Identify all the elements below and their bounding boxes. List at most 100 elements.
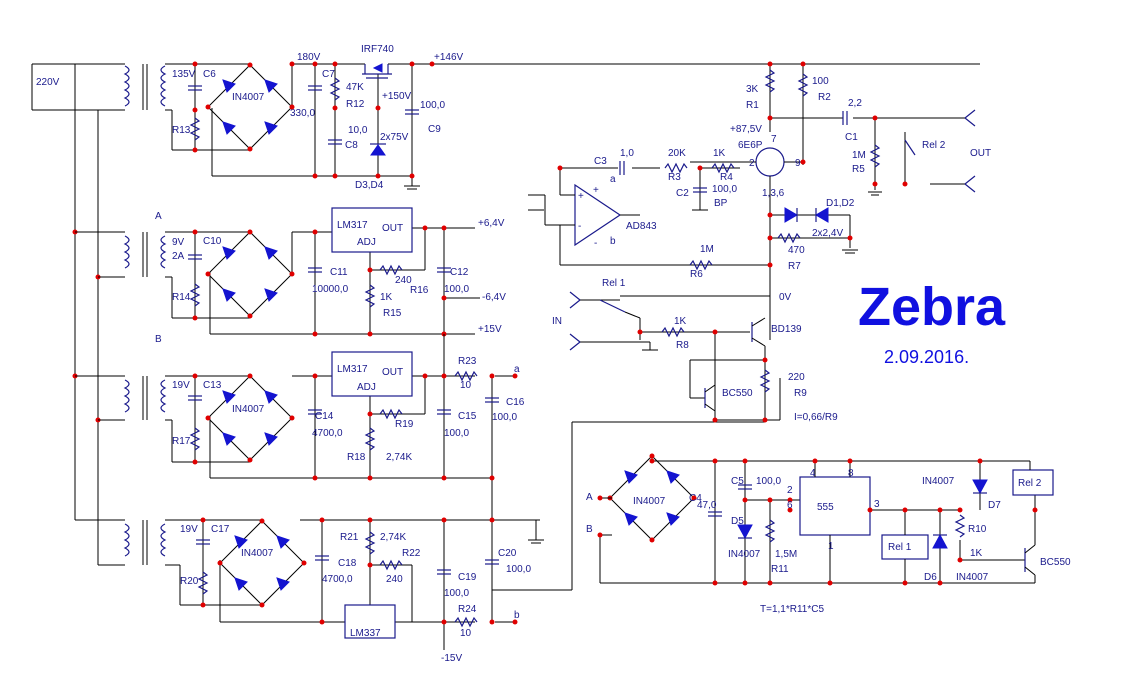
label-tube: 6E6P — [738, 140, 763, 151]
label-c18-value: 4700,0 — [322, 574, 353, 585]
bridge-rectifier — [205, 229, 295, 319]
label-c9-value: 100,0 — [420, 100, 445, 111]
label-pin-b: b — [610, 236, 616, 247]
label-r4-value: 1K — [713, 148, 726, 159]
label-opamp-minus: - — [578, 221, 581, 232]
label-r13: R13 — [172, 125, 191, 136]
label-135v: 135V — [172, 69, 196, 80]
mains-label: 220V — [36, 77, 60, 88]
label-r10: R10 — [968, 524, 987, 535]
label-c14: C14 — [315, 411, 334, 422]
transformer-3 — [75, 375, 172, 421]
label-b-bottom: B — [586, 524, 593, 535]
label-r5: R5 — [852, 164, 865, 175]
label-9v: 9V — [172, 237, 185, 248]
label-r18: R18 — [347, 452, 366, 463]
label-r1-value: 3K — [746, 84, 759, 95]
label-r24: R24 — [458, 604, 477, 615]
minus-15v-supply: 19V C17 IN4007 R20 C18 4700,0 R21 2,74K … — [179, 517, 544, 664]
label-c12-value: 100,0 — [444, 284, 469, 295]
label-r10-value: 1K — [970, 548, 983, 559]
label-pin9: 9 — [795, 158, 801, 169]
label-r3-value: 20K — [668, 148, 686, 159]
label-180v: 180V — [297, 52, 321, 63]
label-r7: R7 — [788, 261, 801, 272]
label-r8: R8 — [676, 340, 689, 351]
label-opamp: AD843 — [626, 221, 657, 232]
label-r20: R20 — [180, 576, 199, 587]
label-minus-15v: -15V — [441, 653, 462, 664]
label-c8-value: 10,0 — [348, 125, 368, 136]
label-r15-value: 1K — [380, 292, 393, 303]
label-555-pin3: 3 — [874, 499, 880, 510]
bridge-rectifier — [205, 62, 295, 152]
label-zener-value: 2x75V — [380, 132, 409, 143]
label-d7: D7 — [988, 500, 1001, 511]
label-c14-value: 4700,0 — [312, 428, 343, 439]
label-minus-6v4: -6,4V — [482, 292, 506, 303]
label-r9: R9 — [794, 388, 807, 399]
label-node-b: b — [514, 610, 520, 621]
label-bd139: BD139 — [771, 324, 802, 335]
label-current-formula: I=0,66/R9 — [794, 412, 838, 423]
mains-input: 220V — [31, 63, 112, 565]
label-opamp-plus: + — [578, 191, 584, 202]
label-c19-value: 100,0 — [444, 588, 469, 599]
plus-15v-supply: 19V C13 IN4007 R17 LM317 IN OUT ADJ C14 … — [171, 334, 525, 620]
label-555-pin1: 1 — [828, 541, 834, 552]
low-voltage-supply: A B 9V 2A C10 R14 LM317 IN OUT ADJ +6,4V… — [155, 207, 506, 345]
label-146v: +146V — [434, 52, 464, 63]
label-r2-value: 100 — [812, 76, 829, 87]
schematic-title: Zebra — [858, 277, 1006, 337]
bridge-rectifier — [217, 518, 307, 608]
label-r23: R23 — [458, 356, 477, 367]
label-ic555: 555 — [817, 502, 834, 513]
label-r21-value: 2,74K — [380, 532, 406, 543]
label-minus-sign: - — [594, 238, 597, 249]
label-r4: R4 — [720, 172, 733, 183]
bridge-rectifier — [607, 453, 697, 543]
label-bridge-4: IN4007 — [241, 548, 274, 559]
label-lm337: LM337 — [350, 628, 381, 639]
label-c15: C15 — [458, 411, 477, 422]
label-r3: R3 — [668, 172, 681, 183]
label-out: OUT — [970, 148, 991, 159]
label-b-top: B — [155, 334, 162, 345]
label-r24-value: 10 — [460, 628, 472, 639]
label-in: IN — [552, 316, 562, 327]
label-r11: R11 — [771, 564, 789, 575]
label-pin2: 2 — [749, 158, 755, 169]
label-c1-value: 2,2 — [848, 98, 862, 109]
label-r6: R6 — [690, 269, 703, 280]
label-d5: D5 — [731, 516, 744, 527]
label-c12: C12 — [450, 267, 469, 278]
bridge-rectifier — [205, 373, 295, 463]
label-r22: R22 — [402, 548, 421, 559]
label-lm317-1: LM317 — [337, 220, 368, 231]
label-r1: R1 — [746, 100, 759, 111]
label-timer-formula: T=1,1*R11*C5 — [760, 604, 824, 615]
label-rel2-coil: Rel 2 — [1018, 478, 1042, 489]
label-rel1-contact: Rel 1 — [602, 278, 626, 289]
label-19v-b: 19V — [180, 524, 198, 535]
label-plus-sign: + — [593, 185, 599, 196]
label-pin136: 1,3,6 — [762, 188, 785, 199]
label-r11-value: 1,5M — [775, 549, 797, 560]
transformer-2 — [75, 231, 172, 278]
label-r21: R21 — [340, 532, 359, 543]
relay-timer-section: A B IN4007 C4 47,0 C5 100,0 D5 IN4007 1,… — [586, 458, 1071, 615]
label-r22-value: 240 — [386, 574, 403, 585]
label-d5-value: IN4007 — [728, 549, 761, 560]
schematic-date: 2.09.2016. — [884, 347, 969, 367]
label-rel2-contact: Rel 2 — [922, 140, 946, 151]
label-19v-a: 19V — [172, 380, 190, 391]
amplifier-section: 3K R1 100 R2 2,2 C1 1M R5 Rel 2 OUT +87,… — [492, 61, 991, 591]
label-rel1-coil: Rel 1 — [888, 542, 912, 553]
label-d6-value: IN4007 — [956, 572, 989, 583]
label-c5-value: 100,0 — [756, 476, 781, 487]
label-d7-value: IN4007 — [922, 476, 955, 487]
transformers — [75, 63, 195, 566]
label-bc550-a: BC550 — [722, 388, 753, 399]
label-555-pin6: 6 — [787, 500, 793, 511]
label-555-pin4: 4 — [810, 468, 816, 479]
